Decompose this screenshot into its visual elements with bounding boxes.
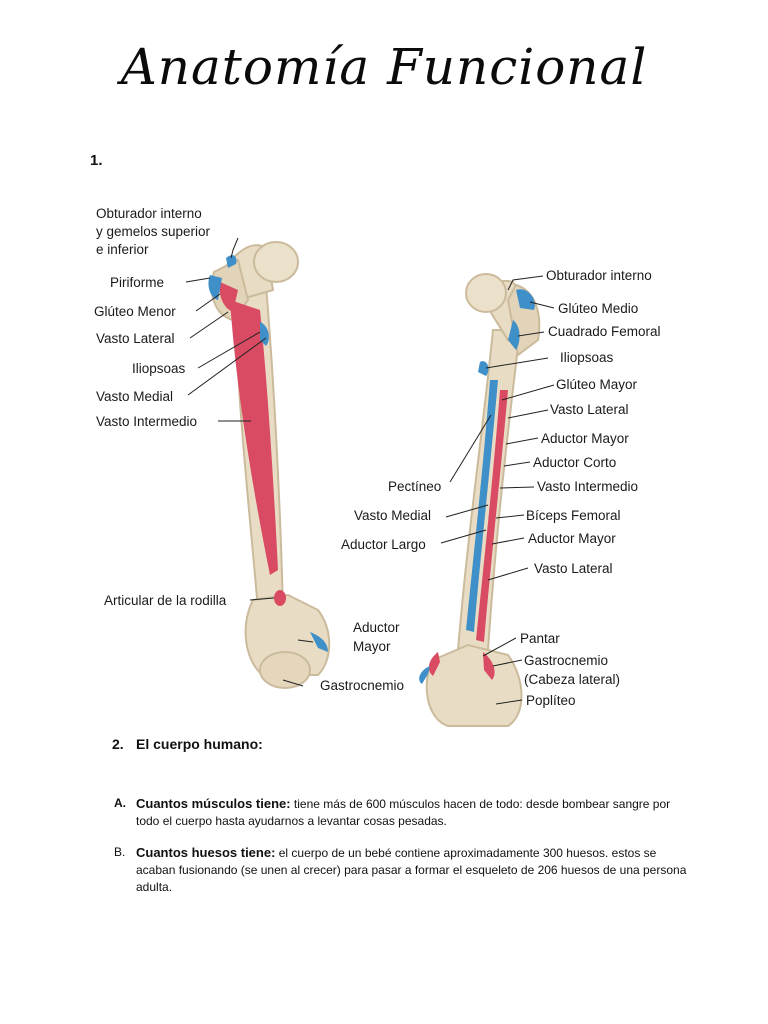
label-right-vasto-intermedio: Vasto Intermedio: [537, 479, 638, 494]
right-cuadrado-area: [508, 320, 520, 350]
label-right-vasto-lateral-2: Vasto Lateral: [534, 561, 613, 576]
left-femur-illustration: [185, 237, 331, 689]
question-number-2: 2.: [112, 736, 124, 752]
label-left-mayor: Mayor: [353, 639, 391, 654]
question-b-label: Cuantos huesos tiene:: [136, 845, 276, 860]
label-left-iliopsoas: Iliopsoas: [132, 361, 186, 376]
right-femur-illustration: [419, 273, 555, 727]
question-number-1: 1.: [90, 152, 103, 169]
left-femur-condyles: [244, 593, 331, 676]
left-femur-head: [253, 241, 299, 283]
label-right-vasto-lateral-1: Vasto Lateral: [550, 402, 629, 417]
answer-b-text: el cuerpo de un bebé contiene aproximada…: [136, 846, 687, 894]
right-labels: Obturador interno Glúteo Medio Cuadrado …: [341, 268, 661, 708]
right-femur-head: [465, 273, 507, 313]
left-gluteo-menor-area: [219, 282, 238, 312]
label-right-aductor-mayor-1: Aductor Mayor: [541, 431, 629, 446]
label-right-pectineo: Pectíneo: [388, 479, 441, 494]
label-right-cabeza-lateral: (Cabeza lateral): [524, 672, 620, 687]
label-left-gluteo-menor: Glúteo Menor: [94, 304, 176, 319]
label-left-obturador: Obturador interno: [96, 206, 202, 221]
label-right-gluteo-mayor: Glúteo Mayor: [556, 377, 638, 392]
left-iliopsoas-area: [260, 322, 269, 346]
left-articular-area: [274, 590, 286, 606]
right-red-origin-strip: [476, 390, 508, 642]
label-right-vasto-medial: Vasto Medial: [354, 508, 431, 523]
left-piriforme-area: [208, 275, 222, 300]
label-left-vasto-medial: Vasto Medial: [96, 389, 173, 404]
label-right-gluteo-medio: Glúteo Medio: [558, 301, 638, 316]
list-item-b: B. Cuantos huesos tiene: el cuerpo de un…: [114, 844, 694, 896]
right-aductor-distal-area: [419, 666, 430, 684]
question-2-text: El cuerpo humano:: [136, 736, 263, 752]
label-right-pantar: Pantar: [520, 631, 560, 646]
left-vasto-intermedio-area: [230, 300, 278, 575]
left-labels: Obturador interno y gemelos superior e i…: [94, 206, 404, 693]
right-gluteo-medio-area: [516, 289, 535, 310]
label-left-piriforme: Piriforme: [110, 275, 164, 290]
label-right-aductor-largo: Aductor Largo: [341, 537, 426, 552]
label-right-iliopsoas: Iliopsoas: [560, 350, 614, 365]
label-right-aductor-mayor-2: Aductor Mayor: [528, 531, 616, 546]
label-left-vasto-lateral: Vasto Lateral: [96, 331, 175, 346]
right-gastrocnemio-area: [483, 652, 495, 680]
right-femur-shaft: [456, 329, 522, 651]
answer-a-text: tiene más de 600 músculos hacen de todo:…: [136, 797, 671, 828]
label-left-inferior: e inferior: [96, 242, 149, 257]
label-right-obturador: Obturador interno: [546, 268, 652, 283]
question-2-heading: 2. El cuerpo humano:: [112, 736, 263, 752]
right-iliopsoas-area: [478, 361, 489, 376]
right-blue-insertion-strip: [466, 380, 498, 632]
label-right-cuadrado-femoral: Cuadrado Femoral: [548, 324, 661, 339]
right-femur-condyles: [425, 643, 523, 727]
label-left-articular-rodilla: Articular de la rodilla: [104, 593, 227, 608]
page-title: Anatomía Funcional: [120, 38, 648, 96]
label-right-aductor-corto: Aductor Corto: [533, 455, 616, 470]
label-right-gastrocnemio: Gastrocnemio: [524, 653, 608, 668]
femur-muscle-diagram: Obturador interno y gemelos superior e i…: [88, 190, 688, 730]
list-marker-b: B.: [114, 845, 126, 859]
list-marker-a: A.: [114, 796, 126, 810]
label-left-gastrocnemio: Gastrocnemio: [320, 678, 404, 693]
left-obturador-area: [226, 255, 237, 268]
label-right-biceps-femoral: Bíceps Femoral: [526, 508, 621, 523]
list-item-a: A. Cuantos músculos tiene: tiene más de …: [114, 795, 694, 830]
label-left-gemelos: y gemelos superior: [96, 224, 211, 239]
label-left-vasto-intermedio: Vasto Intermedio: [96, 414, 197, 429]
label-left-aductor: Aductor: [353, 620, 400, 635]
label-right-popliteo: Poplíteo: [526, 693, 576, 708]
right-plantar-area: [428, 652, 440, 676]
left-patella: [259, 651, 311, 689]
question-a-label: Cuantos músculos tiene:: [136, 796, 291, 811]
left-aductor-area: [310, 632, 328, 652]
femur-diagram-svg: Obturador interno y gemelos superior e i…: [94, 206, 661, 727]
